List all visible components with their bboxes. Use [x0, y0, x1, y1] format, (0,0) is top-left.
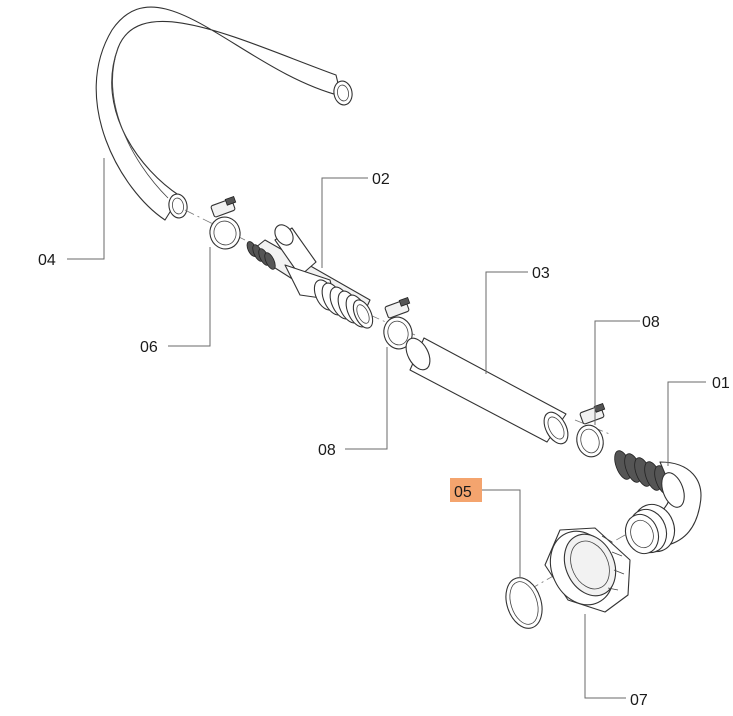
- leader-08-right: [594, 320, 640, 425]
- callout-08-right[interactable]: 08: [642, 314, 660, 331]
- leader-07: [584, 614, 626, 699]
- ribbed-end-left: [246, 241, 276, 270]
- leader-08-middle: [345, 347, 388, 450]
- callout-01[interactable]: 01: [712, 375, 730, 392]
- leader-06: [168, 247, 211, 347]
- leader-03: [485, 271, 528, 374]
- callout-05[interactable]: 05: [454, 484, 472, 501]
- callout-04[interactable]: 04: [38, 252, 56, 269]
- o-ring-part-05[interactable]: [500, 573, 548, 633]
- leader-01: [667, 381, 706, 466]
- union-nut-part-07[interactable]: [539, 521, 631, 615]
- clamp-part-08-right[interactable]: [573, 402, 606, 459]
- clamp-part-08-middle[interactable]: [380, 296, 415, 352]
- callout-02[interactable]: 02: [372, 171, 390, 188]
- t-connector-part-02[interactable]: [245, 221, 377, 331]
- callout-05-highlight: [450, 478, 482, 502]
- leader-05: [482, 489, 521, 578]
- elbow-ribs: [614, 450, 672, 495]
- callout-07[interactable]: 07: [630, 692, 648, 709]
- callout-08-middle[interactable]: 08: [318, 442, 336, 459]
- leader-04: [67, 158, 105, 260]
- callout-03[interactable]: 03: [532, 265, 550, 282]
- hose-part-04[interactable]: [95, 6, 354, 221]
- tube-part-03[interactable]: [401, 334, 573, 447]
- elbow-part-01[interactable]: [611, 449, 702, 559]
- ribbed-end-right: [313, 279, 374, 329]
- clamp-part-06[interactable]: [206, 195, 243, 252]
- leader-02: [321, 177, 368, 268]
- callout-06[interactable]: 06: [140, 339, 158, 356]
